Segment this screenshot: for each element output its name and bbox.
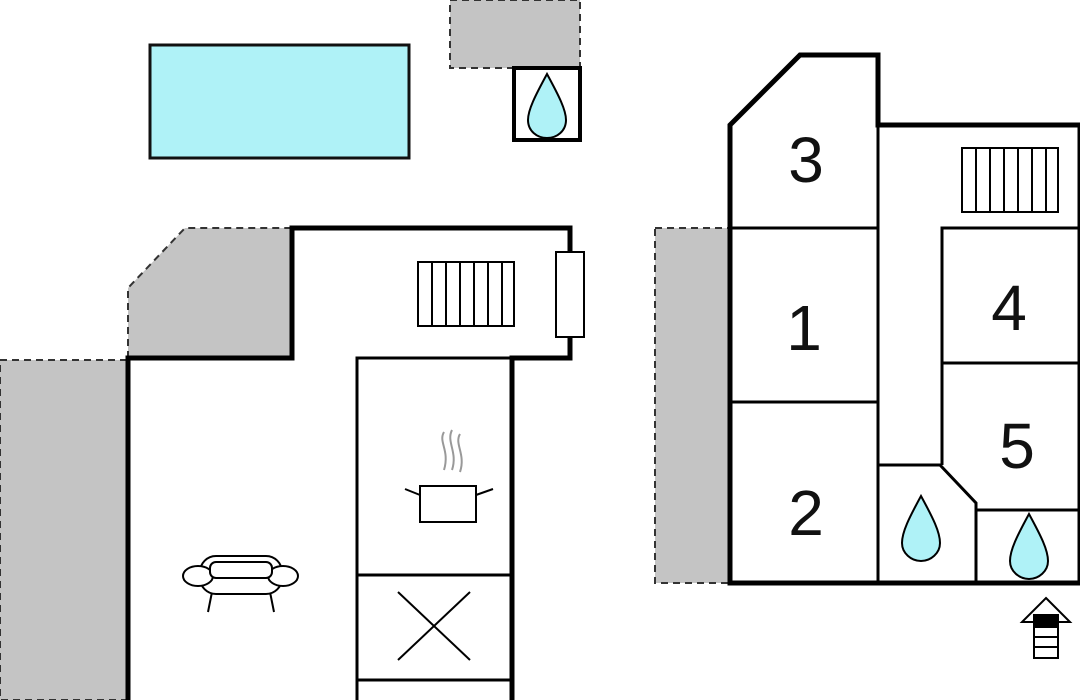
stairs-icon	[961, 147, 1059, 213]
room-label-2: 2	[788, 477, 824, 549]
terraces	[0, 0, 731, 700]
water-drop-icon	[526, 71, 568, 140]
room-label-3: 3	[788, 124, 824, 196]
sofa-icon	[182, 555, 299, 613]
kitchen-partition	[355, 356, 512, 700]
room-label-5: 5	[999, 410, 1035, 482]
terrace-left-lower	[0, 359, 129, 700]
terrace-right	[654, 227, 731, 584]
water-drop-icon	[1008, 511, 1050, 581]
outdoor-shower	[512, 66, 582, 142]
left-building	[125, 225, 585, 700]
terrace-top-center	[449, 0, 581, 69]
entrance-arrow-icon	[1019, 596, 1073, 659]
room-label-1: 1	[786, 292, 822, 364]
stairs-icon	[417, 261, 515, 327]
table-cross-icon	[397, 591, 471, 661]
right-building: 3 1 2 4 5	[727, 52, 1080, 586]
terrace-left-upper	[127, 227, 293, 359]
right-building-walls	[727, 52, 1080, 586]
room-label-4: 4	[991, 272, 1027, 344]
water-drop-icon	[900, 493, 942, 563]
pool-icon	[148, 43, 411, 160]
cooktop-pot-icon	[404, 429, 494, 523]
window	[555, 251, 585, 338]
